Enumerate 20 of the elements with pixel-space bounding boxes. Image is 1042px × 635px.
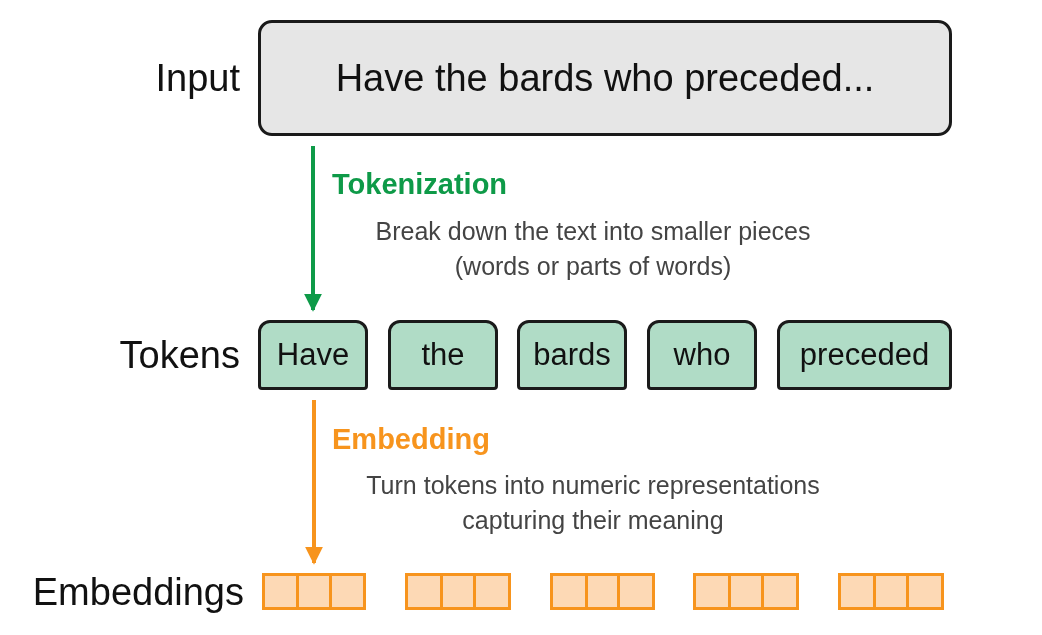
embedding-vector bbox=[262, 573, 366, 610]
arrow bbox=[305, 400, 323, 565]
token-box: preceded bbox=[777, 320, 952, 390]
row-label: Embeddings bbox=[31, 569, 244, 615]
embedding-vector bbox=[550, 573, 655, 610]
token-box: bards bbox=[517, 320, 627, 390]
token-box: the bbox=[388, 320, 498, 390]
step-description: Break down the text into smaller pieces (words or parts of words) bbox=[374, 216, 812, 282]
token-box: Have bbox=[258, 320, 368, 390]
row-label: Input bbox=[154, 56, 240, 101]
arrow bbox=[304, 146, 322, 312]
row-label: Tokens bbox=[118, 333, 240, 378]
edge-label: Tokenization bbox=[332, 168, 508, 201]
step-description: Turn tokens into numeric representations capturing their meaning bbox=[365, 470, 821, 536]
edge-label: Embedding bbox=[332, 423, 490, 456]
embedding-vector bbox=[405, 573, 511, 610]
token-box: who bbox=[647, 320, 757, 390]
embedding-vector bbox=[838, 573, 944, 610]
embedding-vector bbox=[693, 573, 799, 610]
input-text-box: Have the bards who preceded... bbox=[258, 20, 952, 136]
